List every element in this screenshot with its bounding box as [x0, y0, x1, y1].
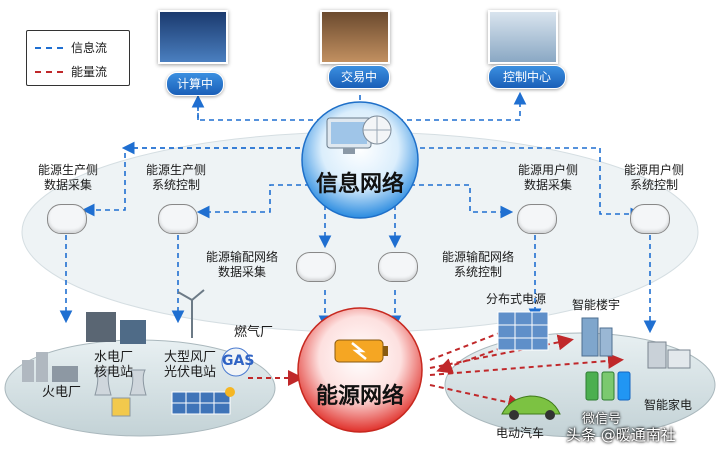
legend-energy-label: 能量流 [71, 65, 108, 79]
producer-collect-device-icon [47, 204, 87, 234]
trans-collect-device-icon [296, 252, 336, 282]
legend-energy-swatch [35, 71, 63, 73]
demand-platform [444, 332, 716, 438]
user-control-line1: 能源用户侧 [623, 163, 684, 177]
trade-photo [320, 10, 390, 64]
producer-control-label: 能源生产侧 系统控制 [136, 163, 216, 193]
user-collect-device-icon [517, 204, 557, 234]
user-collect-label: 能源用户侧 数据采集 [508, 163, 588, 193]
hydro-nuclear-label: 水电厂 核电站 [94, 350, 133, 380]
solar-line: 光伏电站 [164, 365, 217, 380]
energy-network-node [297, 307, 423, 433]
compute-photo [158, 10, 228, 64]
energy-network-title: 能源网络 [315, 384, 404, 409]
producer-control-line2: 系统控制 [151, 178, 200, 192]
monitor-globe-icon [326, 115, 392, 154]
consumer-assets [497, 311, 691, 420]
control-photo [488, 10, 558, 64]
fire-plant-label: 火电厂 [42, 385, 82, 400]
producer-collect-line2: 数据采集 [43, 178, 92, 192]
trade-pill: 交易中 [328, 65, 390, 89]
user-control-device-icon [630, 204, 670, 234]
nuclear-line: 核电站 [94, 365, 134, 380]
battery-icon [334, 339, 388, 363]
producer-collect-label: 能源生产侧 数据采集 [28, 163, 108, 193]
watermark-line1: 微信号 [582, 412, 622, 427]
producer-collect-line1: 能源生产侧 [37, 163, 98, 177]
trans-collect-line1: 能源输配网络 [205, 250, 278, 264]
trans-collect-label: 能源输配网络 数据采集 [196, 250, 288, 280]
hydro-line: 水电厂 [94, 350, 134, 365]
wind-line: 大型风厂 [164, 350, 217, 365]
gas-plant-label: 燃气厂 [234, 325, 274, 340]
distributed-label: 分布式电源 [486, 292, 547, 306]
trans-control-device-icon [378, 252, 418, 282]
gas-logo-icon: GAS [222, 353, 255, 369]
user-collect-line2: 数据采集 [523, 178, 572, 192]
ev-label: 电动汽车 [496, 426, 545, 440]
info-flow-lines [59, 91, 657, 334]
smart-building-label: 智能楼宇 [572, 298, 621, 312]
trans-control-label: 能源输配网络 系统控制 [432, 250, 524, 280]
producer-control-line1: 能源生产侧 [145, 163, 206, 177]
legend-info-label: 信息流 [71, 41, 108, 55]
user-control-line2: 系统控制 [629, 178, 678, 192]
trans-control-line1: 能源输配网络 [441, 250, 514, 264]
compute-pill: 计算中 [166, 72, 224, 96]
smart-appliance-label: 智能家电 [644, 398, 693, 412]
user-control-label: 能源用户侧 系统控制 [614, 163, 694, 193]
legend: 信息流 能量流 [26, 30, 130, 86]
trans-collect-line2: 数据采集 [217, 265, 266, 279]
legend-info-swatch [35, 47, 63, 49]
info-network-title: 信息网络 [315, 172, 404, 197]
watermark-line2: 头条 @暖通南社 [566, 426, 676, 444]
user-collect-line1: 能源用户侧 [517, 163, 578, 177]
control-pill: 控制中心 [488, 65, 566, 89]
wind-solar-label: 大型风厂 光伏电站 [164, 350, 216, 380]
producer-control-device-icon [158, 204, 198, 234]
trans-control-line2: 系统控制 [453, 265, 502, 279]
power-plants [22, 289, 251, 417]
